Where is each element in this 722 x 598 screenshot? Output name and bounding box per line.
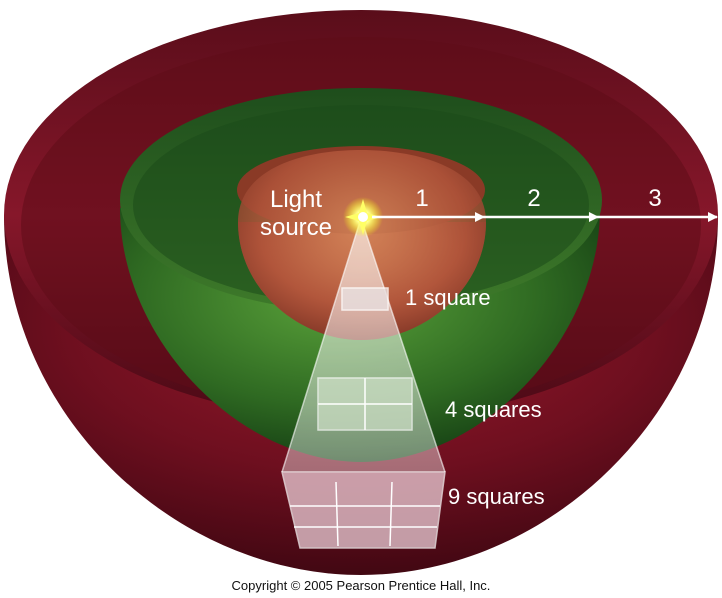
light-source-label-line1: Light: [270, 186, 322, 213]
area-4-squares: [317, 377, 413, 431]
area-label-1-square: 1 square: [405, 285, 491, 310]
distance-label-1: 1: [415, 185, 428, 212]
light-source-label-line2: source: [260, 214, 332, 241]
area-label-4-squares: 4 squares: [445, 397, 542, 422]
area-9-squares: [281, 471, 446, 549]
area-1-square: [341, 287, 389, 311]
distance-label-3: 3: [648, 185, 661, 212]
distance-label-2: 2: [527, 185, 540, 212]
copyright-notice: Copyright © 2005 Pearson Prentice Hall, …: [231, 578, 491, 593]
light-source-star: [343, 197, 383, 237]
area-label-9-squares: 9 squares: [448, 484, 545, 509]
